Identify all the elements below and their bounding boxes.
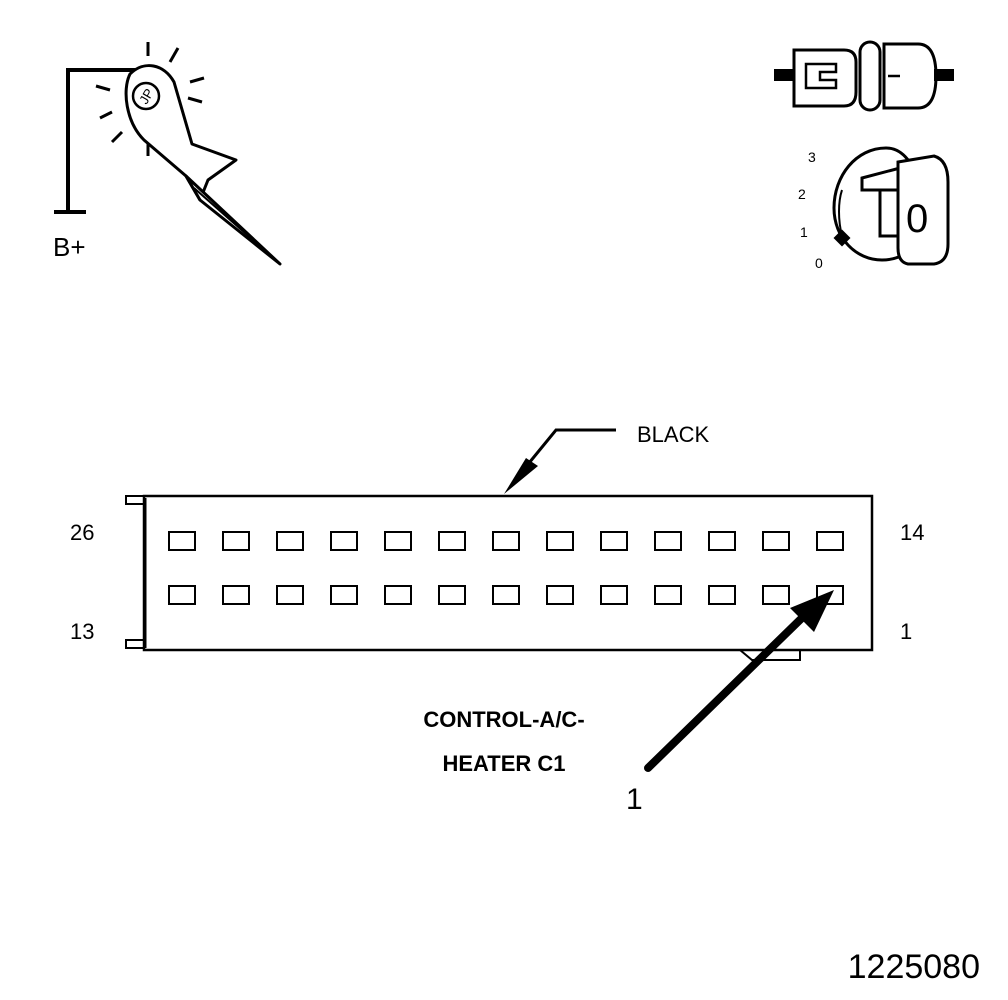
- connector-name-line2: HEATER C1: [442, 751, 566, 776]
- svg-text:JP: JP: [136, 86, 157, 107]
- color-leader-arrow: [504, 428, 616, 494]
- pin-label-top-left: 26: [70, 520, 95, 545]
- connector-cavity: [546, 531, 574, 551]
- key-position-1: 1: [800, 224, 808, 240]
- key-position-3: 3: [808, 149, 816, 165]
- pin-label-top-right: 14: [900, 520, 925, 545]
- connector-cavity: [384, 585, 412, 605]
- connector-cavity: [222, 531, 250, 551]
- figure-id: 1225080: [847, 948, 980, 986]
- connector-cavity: [654, 585, 682, 605]
- key-position-0: 0: [815, 255, 823, 271]
- connector-cavity: [600, 531, 628, 551]
- disconnected-connector-icon: [774, 40, 954, 112]
- connector-cavity: [168, 585, 196, 605]
- connector-cavity: [276, 585, 304, 605]
- connector-cavity: [276, 531, 304, 551]
- connector-cavity: [708, 585, 736, 605]
- test-lamp-probe-icon: JP: [54, 42, 282, 266]
- connector-cavity: [816, 531, 844, 551]
- connector-cavity: [330, 531, 358, 551]
- connector-cavity: [708, 531, 736, 551]
- connector-cavity: [546, 585, 574, 605]
- connector-cavity: [762, 531, 790, 551]
- connector-cavity: [330, 585, 358, 605]
- connector-cavity: [762, 585, 790, 605]
- connector-name-line1: CONTROL-A/C-: [423, 707, 585, 732]
- connector-cavity: [222, 585, 250, 605]
- key-position-2: 2: [798, 186, 806, 202]
- pin-label-bottom-left: 13: [70, 619, 95, 644]
- connector-cavity: [600, 585, 628, 605]
- callout-number: 1: [626, 783, 643, 816]
- connector-cavity: [438, 531, 466, 551]
- connector-face: [125, 494, 874, 661]
- connector-cavity: [384, 531, 412, 551]
- connector-color-label: BLACK: [637, 422, 710, 447]
- connector-cavity: [168, 531, 196, 551]
- key-face-label: 0: [906, 197, 928, 241]
- connector-cavity: [438, 585, 466, 605]
- pin-label-bottom-right: 1: [900, 619, 913, 644]
- ignition-key-icon: 0: [832, 146, 950, 266]
- connector-cavities: [168, 531, 844, 605]
- connector-cavity: [492, 531, 520, 551]
- b-plus-label: B+: [53, 232, 86, 262]
- connector-cavity: [654, 531, 682, 551]
- connector-cavity: [492, 585, 520, 605]
- callout-arrow: [644, 590, 834, 772]
